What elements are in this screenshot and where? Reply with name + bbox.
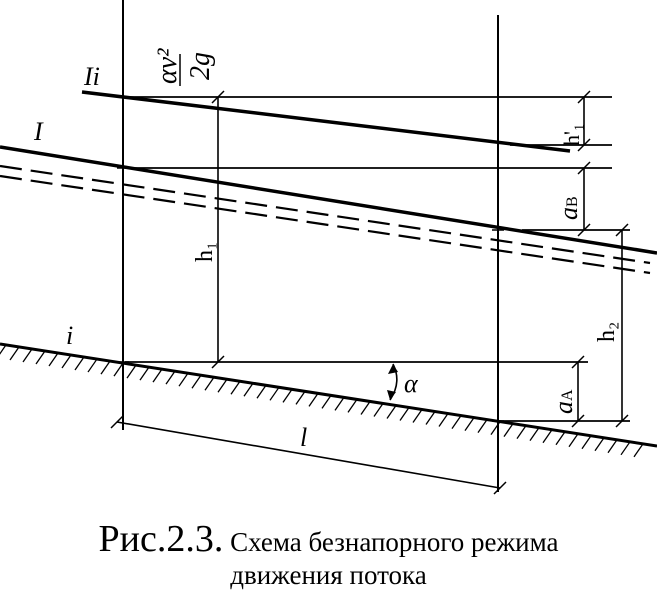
hatch-mark (334, 397, 345, 411)
hatch-mark (529, 427, 540, 442)
hatch-mark (542, 429, 553, 444)
bed-line-label: i (66, 321, 73, 350)
hatch-mark (126, 364, 137, 379)
hatch-mark (399, 407, 410, 421)
hatch-mark (204, 376, 215, 391)
hatch-mark (74, 356, 85, 371)
energy-line (81, 90, 571, 153)
hatch-mark (295, 390, 306, 405)
hatch-mark (477, 419, 488, 433)
dimension-line-length (116, 421, 501, 489)
aA-label: aA (549, 389, 578, 414)
hatch-mark (451, 415, 462, 429)
hatch-mark (165, 370, 176, 385)
angle-arrow-bottom (387, 390, 396, 400)
hatch-mark (230, 380, 241, 395)
hatch-mark (464, 417, 475, 431)
hatch-mark (490, 421, 501, 435)
hatch-mark (87, 358, 98, 373)
hatch-mark (48, 352, 59, 367)
hatch-mark (152, 368, 163, 383)
velocity-head-numerator: αv² (152, 48, 183, 84)
caption-prefix: Рис.2.3. (98, 518, 224, 560)
caption-line-1: Рис.2.3. Схема безнапорного режима (0, 518, 657, 560)
hatch-mark (139, 366, 150, 381)
angle-arrow-top (388, 364, 398, 374)
h1-label: h₁ (192, 242, 218, 262)
water-surface-line (0, 145, 657, 255)
hatch-mark (22, 348, 33, 363)
h2-label: h₂ (594, 322, 620, 342)
figure-caption: Рис.2.3. Схема безнапорного режима движе… (0, 518, 657, 590)
energy-line-label: Ii (83, 62, 100, 91)
hatch-mark (425, 411, 436, 425)
hatch-mark (412, 409, 423, 423)
caption-title: Схема безнапорного режима (223, 527, 559, 557)
bed-hatching (0, 344, 644, 458)
water-surface-label: I (33, 117, 44, 146)
dashed-line-lower (0, 174, 651, 275)
hatch-mark (256, 384, 267, 399)
hatch-mark (503, 423, 514, 438)
dashed-line-upper (0, 164, 651, 265)
hatch-mark (9, 346, 20, 361)
hatch-mark (282, 388, 293, 403)
h1-prime-label: h'₁ (559, 123, 584, 146)
caption-line-2: движения потока (230, 560, 427, 590)
hatch-mark (113, 362, 124, 377)
hatch-mark (555, 431, 566, 446)
flow-scheme-diagram: Ii I i αv² 2g h₁ h₂ h'₁ aB aA α l (0, 0, 657, 495)
hatch-mark (607, 439, 618, 454)
hatch-mark (100, 360, 111, 375)
hatch-mark (620, 441, 631, 456)
hatch-mark (217, 378, 228, 393)
hatch-mark (438, 413, 449, 427)
hatch-mark (581, 435, 592, 450)
hatch-mark (594, 437, 605, 452)
aB-label: aB (554, 196, 583, 220)
hatch-mark (191, 374, 202, 389)
hatch-mark (516, 425, 527, 440)
hatch-mark (633, 443, 644, 458)
hatch-mark (373, 403, 384, 417)
dimension-ticks (110, 90, 629, 495)
hatch-mark (308, 392, 319, 407)
hatch-mark (568, 433, 579, 448)
hatch-mark (269, 386, 280, 401)
hatch-mark (61, 354, 72, 369)
angle-label: α (404, 369, 419, 398)
hatch-mark (321, 395, 332, 409)
hatch-mark (360, 401, 371, 415)
length-label: l (300, 423, 307, 452)
velocity-head-denominator: 2g (185, 52, 216, 80)
hatch-mark (347, 399, 358, 413)
hatch-mark (178, 372, 189, 387)
hatch-mark (243, 382, 254, 397)
hatch-mark (0, 344, 7, 355)
hatch-mark (386, 405, 397, 419)
hatch-mark (35, 350, 46, 365)
